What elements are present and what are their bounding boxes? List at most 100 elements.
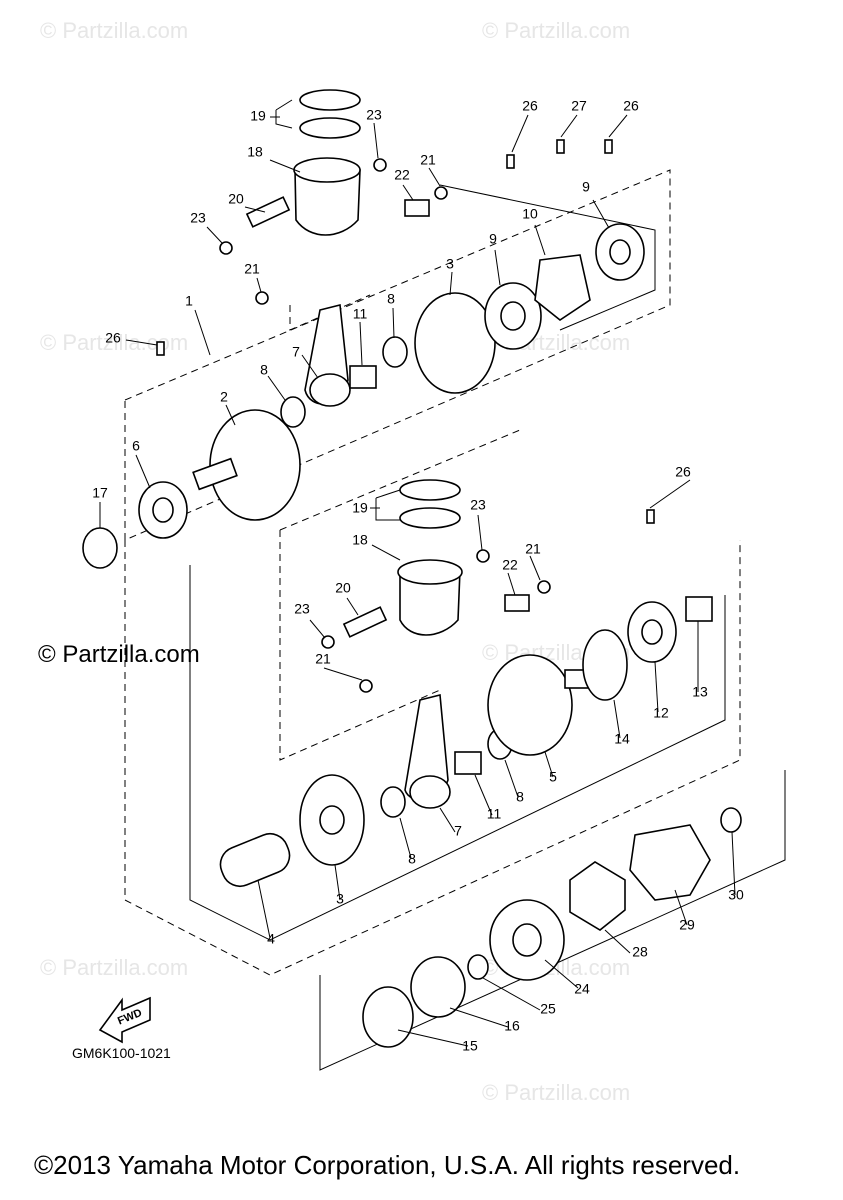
- callout-8: 8: [260, 362, 268, 378]
- bearing-lower: [454, 751, 482, 775]
- circlip-lower-right: [476, 549, 490, 563]
- circlip-upper-right: [373, 158, 387, 172]
- spacer-15: [362, 986, 414, 1048]
- dowel-pin-26: [156, 341, 165, 356]
- site-mark: © Partzilla.com: [38, 641, 200, 668]
- coupling-29: [629, 824, 711, 901]
- piston-ring-second-lower: [399, 507, 461, 529]
- upper-piston-outline: [289, 294, 371, 331]
- callout-9: 9: [582, 179, 590, 195]
- washer-lower-right: [537, 580, 551, 594]
- callout-18: 18: [247, 144, 263, 160]
- callout-6: 6: [132, 438, 140, 454]
- bushing-13: [685, 596, 713, 622]
- callout-28: 28: [632, 944, 648, 960]
- bearing-9-upper-right-bore: [609, 239, 631, 265]
- crank-web-lower-left-bore: [319, 805, 345, 835]
- callout-25: 25: [540, 1001, 556, 1017]
- callout-3: 3: [446, 256, 454, 272]
- piston-ring-second: [299, 117, 361, 139]
- callout-26: 26: [675, 464, 691, 480]
- callout-17: 17: [92, 485, 108, 501]
- callout-19: 19: [250, 108, 266, 124]
- washer-8-lower-left: [380, 786, 406, 818]
- washer-lower-left: [359, 679, 373, 693]
- callout-20: 20: [228, 191, 244, 207]
- bearing-12-bore: [641, 619, 663, 645]
- callout-1: 1: [185, 293, 193, 309]
- watermark: © Partzilla.com: [482, 1080, 630, 1105]
- crank-pin-4: [219, 832, 291, 888]
- callout-8: 8: [408, 851, 416, 867]
- coupling-hub-24-bore: [512, 923, 542, 957]
- callout-2: 2: [220, 389, 228, 405]
- upper-cylinder-parts: [82, 89, 645, 569]
- dowel-pin-26: [646, 509, 655, 524]
- callout-11: 11: [487, 806, 502, 822]
- callout-23: 23: [294, 601, 310, 617]
- callout-22: 22: [394, 167, 410, 183]
- bearing-6-bore: [152, 497, 174, 523]
- bearing-9-upper-left-bore: [500, 301, 526, 331]
- callout-23: 23: [470, 497, 486, 513]
- piston-upper-crown: [293, 157, 361, 183]
- oil-seal-17: [82, 527, 118, 569]
- callout-26: 26: [623, 98, 639, 114]
- copyright-notice: ©2013 Yamaha Motor Corporation, U.S.A. A…: [34, 1150, 741, 1180]
- callout-26: 26: [105, 330, 121, 346]
- callout-27: 27: [571, 98, 587, 114]
- callout-3: 3: [336, 891, 344, 907]
- piston-lower: [399, 569, 461, 636]
- watermark: © Partzilla.com: [40, 955, 188, 980]
- piston-upper: [294, 169, 361, 236]
- damper-28: [569, 861, 626, 931]
- callout-21: 21: [525, 541, 541, 557]
- callout-19: 19: [352, 500, 368, 516]
- callout-29: 29: [679, 917, 695, 933]
- upper-assembly-outline: [124, 169, 671, 541]
- callout-26: 26: [522, 98, 538, 114]
- oil-seal-10: [534, 254, 591, 321]
- callout-23: 23: [366, 107, 382, 123]
- callout-12: 12: [653, 705, 669, 721]
- piston-pin-lower: [342, 606, 388, 638]
- callout-30: 30: [728, 887, 744, 903]
- callout-labels: 19 23 18 21 22 20 23 21 1 26 26 27 26 9 …: [92, 98, 744, 1054]
- lower-crank-frame: [189, 565, 726, 941]
- circlip-14: [582, 629, 628, 701]
- washer-upper-left: [255, 291, 269, 305]
- washer-8-upper-right: [382, 336, 408, 368]
- needle-bearing-upper: [404, 199, 430, 217]
- piston-pin-upper: [245, 196, 291, 228]
- lower-assembly-outline: [124, 540, 741, 976]
- callout-15: 15: [462, 1038, 478, 1054]
- leader-lines: [99, 99, 736, 1047]
- callout-10: 10: [522, 206, 538, 222]
- lower-piston-outline: [279, 429, 521, 761]
- watermark: © Partzilla.com: [40, 18, 188, 43]
- upper-crank-frame: [439, 184, 656, 331]
- washer-upper-right: [434, 186, 448, 200]
- callout-8: 8: [516, 789, 524, 805]
- collar-16: [410, 956, 466, 1018]
- piston-lower-crown: [397, 559, 463, 585]
- callout-11: 11: [353, 306, 368, 322]
- connecting-rod-upper-big-end: [309, 373, 351, 407]
- crank-web-lower-right: [487, 654, 573, 756]
- crank-shaft-upper: [192, 457, 238, 491]
- callout-5: 5: [549, 769, 557, 785]
- callout-14: 14: [614, 731, 630, 747]
- circlip-lower-left: [321, 635, 335, 649]
- washer-30: [720, 807, 742, 833]
- callout-21: 21: [315, 651, 331, 667]
- washer-25: [467, 954, 489, 980]
- dowel-pin-26: [604, 139, 613, 154]
- watermark-layer: © Partzilla.com © Partzilla.com © Partzi…: [40, 18, 630, 1105]
- callout-16: 16: [504, 1018, 520, 1034]
- circlip-upper-left: [219, 241, 233, 255]
- dowel-pin-27: [556, 139, 565, 154]
- callout-7: 7: [454, 823, 462, 839]
- callout-22: 22: [502, 557, 518, 573]
- needle-bearing-lower: [504, 594, 530, 612]
